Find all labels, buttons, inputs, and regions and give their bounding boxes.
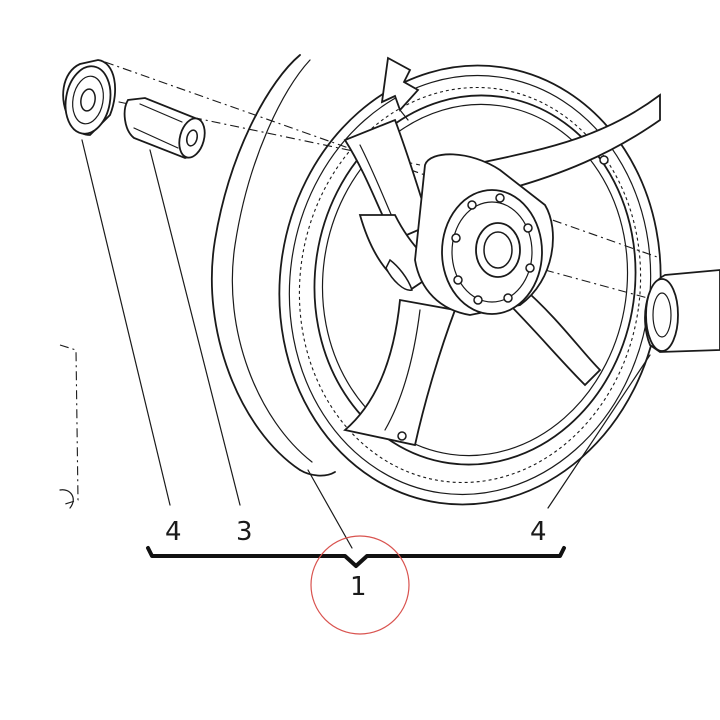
callout-3: 3	[236, 517, 253, 547]
spacer-tube	[123, 97, 206, 159]
callout-4-left: 4	[165, 517, 182, 547]
wheel-hub	[397, 153, 609, 441]
bearing-right	[644, 269, 720, 353]
bearing-left	[62, 59, 117, 136]
assembly-bracket	[146, 546, 566, 568]
valve-stem	[380, 56, 420, 121]
leader-lines	[81, 139, 651, 549]
fork-fragment	[59, 344, 79, 509]
callout-4-right: 4	[530, 517, 547, 547]
wheel-spokes	[343, 93, 661, 447]
highlight-circle	[310, 535, 410, 635]
callout-1: 1	[350, 572, 367, 602]
